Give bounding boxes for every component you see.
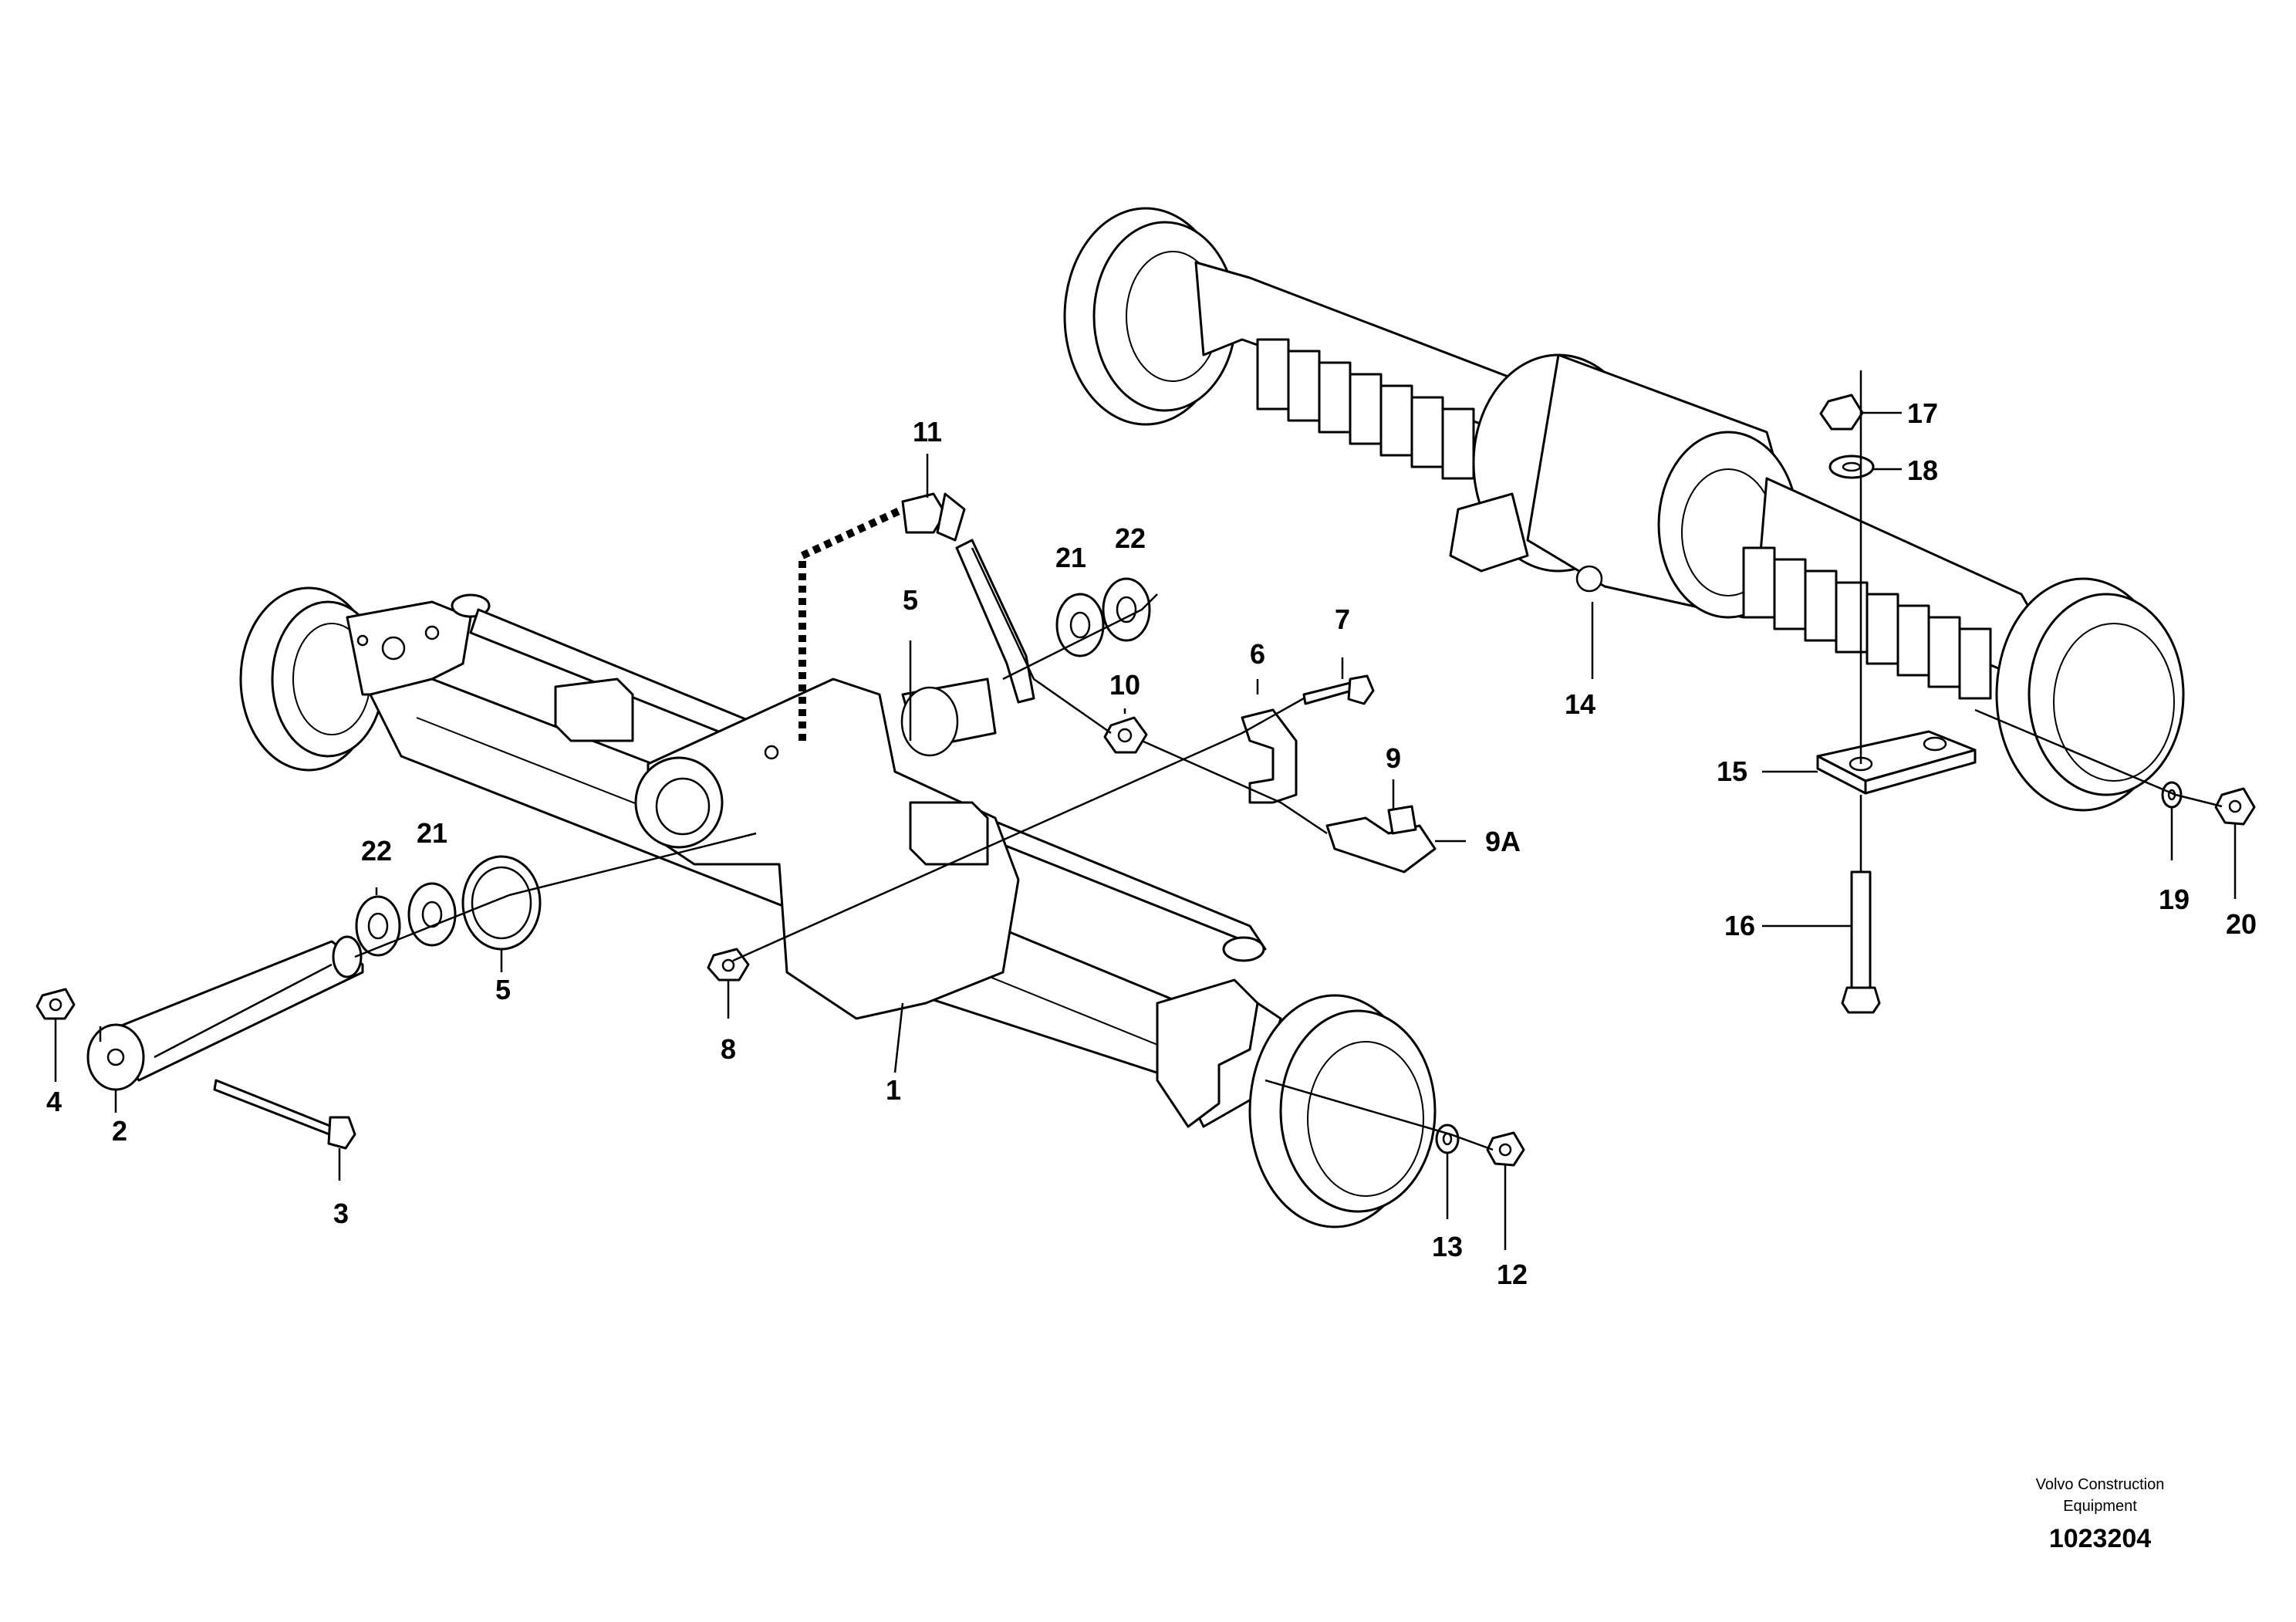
front-axle-drawing [239, 586, 1437, 1228]
rear-axle-drawing [1063, 207, 2185, 812]
part-label-3: 3 [333, 1198, 349, 1229]
cooling-fins-right [1742, 546, 1992, 700]
part-labels: 1 2 3 4 5 5 6 7 8 9 9A 10 11 12 13 14 15… [46, 397, 2257, 1290]
part-label-1: 1 [886, 1074, 901, 1106]
part-label-16: 16 [1724, 910, 1755, 941]
part-label-12: 12 [1497, 1259, 1528, 1290]
part-label-4: 4 [46, 1086, 62, 1117]
part-label-19: 19 [2159, 884, 2190, 915]
part-label-21-upper: 21 [1055, 542, 1086, 573]
part-label-8: 8 [721, 1033, 736, 1065]
part-label-10: 10 [1109, 669, 1140, 701]
part-label-11: 11 [913, 416, 942, 448]
part-label-9: 9 [1386, 742, 1401, 774]
part-label-22-lower: 22 [361, 835, 392, 867]
part-label-14: 14 [1565, 688, 1595, 720]
part-label-6: 6 [1250, 638, 1265, 670]
part-label-9a: 9A [1485, 826, 1521, 857]
part-label-18: 18 [1907, 454, 1938, 486]
part-label-2: 2 [112, 1115, 127, 1147]
figure-number: 1023204 [2049, 1524, 2151, 1553]
part-label-5-upper: 5 [903, 584, 918, 616]
part-label-15: 15 [1717, 755, 1747, 787]
part-label-7: 7 [1335, 603, 1350, 635]
loose-parts [35, 394, 2256, 1167]
part-label-17: 17 [1907, 397, 1938, 429]
leader-lines [54, 370, 2237, 1250]
company-name-line1: Volvo Construction [2036, 1476, 2165, 1493]
company-name-line2: Equipment [2063, 1498, 2137, 1515]
part-label-13: 13 [1432, 1231, 1463, 1262]
part-label-5-lower: 5 [495, 974, 511, 1005]
part-label-20: 20 [2226, 908, 2257, 940]
figure-footer: Volvo Construction Equipment 1023204 [2036, 1476, 2165, 1553]
part-label-22-upper: 22 [1115, 522, 1146, 554]
cooling-fins-left [1256, 338, 1475, 480]
part-label-21-lower: 21 [417, 817, 447, 849]
